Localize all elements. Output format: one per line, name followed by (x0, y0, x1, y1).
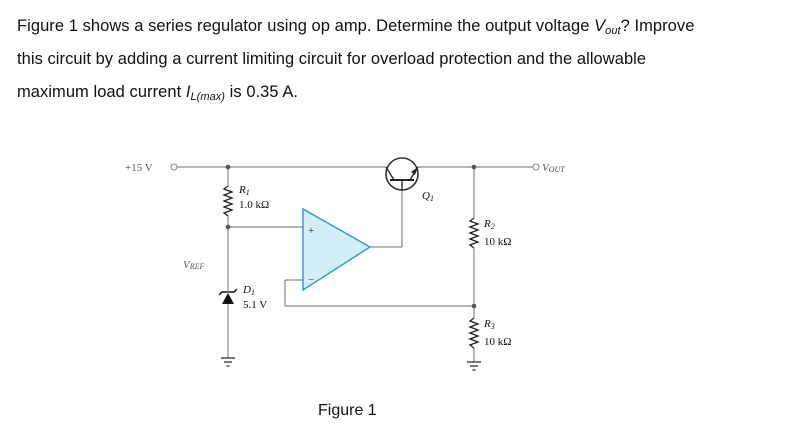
vref-label: VREF (183, 259, 205, 271)
resistor-r2 (468, 217, 480, 249)
junction-dot (225, 164, 231, 170)
vout-subscript: out (605, 25, 621, 37)
r3-value: 10 kΩ (484, 336, 511, 348)
opamp-minus-sign: − (308, 274, 314, 286)
junction-dot (471, 303, 477, 309)
resistor-r3 (468, 317, 480, 349)
vout-label: VOUT (542, 162, 565, 174)
output-terminal (532, 163, 540, 171)
question-text: maximum load current (17, 83, 186, 101)
junction-dot (471, 164, 477, 170)
q1-name: Q1 (422, 190, 434, 203)
d1-name: D1 (242, 284, 255, 297)
vout-letter: V (594, 17, 606, 35)
wires (177, 166, 533, 362)
r2-value: 10 kΩ (484, 236, 511, 248)
zener-diode-d1 (218, 284, 238, 304)
junction-dot (225, 224, 231, 230)
vout-symbol: Vout (594, 17, 621, 37)
question-line-1: Figure 1 shows a series regulator using … (17, 16, 694, 41)
question-line-2: this circuit by adding a current limitin… (17, 50, 647, 68)
resistor-r1 (222, 185, 234, 217)
d1-value: 5.1 V (243, 299, 267, 311)
input-terminal (170, 163, 178, 171)
question-line-3: maximum load current IL(max) is 0.35 A. (17, 82, 298, 107)
r1-name: R1 (238, 184, 250, 197)
r1-value: 1.0 kΩ (239, 199, 269, 211)
figure-caption: Figure 1 (318, 402, 377, 419)
input-voltage-label: +15 V (125, 162, 153, 174)
question-text: is 0.35 A. (225, 83, 299, 101)
ground-symbol (221, 357, 235, 367)
question-text: Figure 1 shows a series regulator using … (17, 17, 595, 35)
ground-symbol (467, 361, 481, 371)
il-subscript: L(max) (190, 91, 226, 103)
transistor-q1 (385, 157, 419, 191)
il-max-symbol: IL(max) (185, 83, 226, 103)
il-letter: I (185, 83, 191, 101)
op-amp (302, 207, 372, 292)
question-text: ? Improve (620, 17, 695, 35)
r2-name: R2 (483, 218, 495, 231)
opamp-plus-sign: + (308, 225, 314, 237)
r3-name: R3 (483, 318, 495, 331)
junction-dots (225, 164, 477, 309)
